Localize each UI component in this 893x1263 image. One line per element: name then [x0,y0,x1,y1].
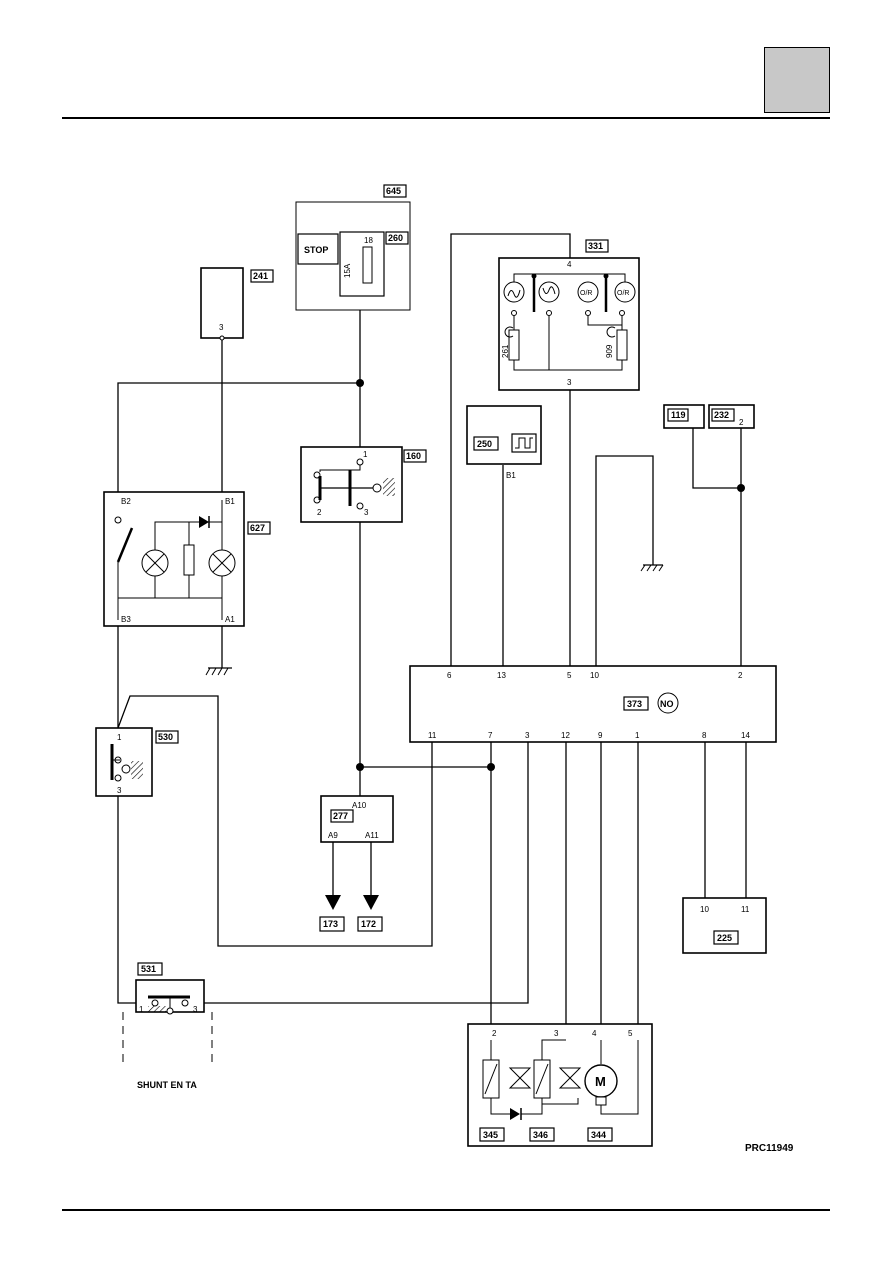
pin-232-2: 2 [739,418,744,427]
component-531: 531 1 3 SHUNT EN TA [122,962,213,1090]
label-373: 373 [627,699,642,709]
pin-627-a1: A1 [225,615,235,624]
label-res-909: 909 [605,344,614,358]
pin-160-1: 1 [363,450,368,459]
component-241: 241 3 [200,267,274,341]
pin-373-14: 14 [741,731,750,740]
footer-rule [62,1209,830,1211]
label-119: 119 [671,410,686,420]
label-232: 232 [714,410,729,420]
pin-627-b2: B2 [121,497,131,506]
pin-531-3: 3 [193,1005,198,1014]
label-stop: STOP [304,245,328,255]
ground-ecu [640,564,664,572]
component-373: 373 NO 6 13 5 10 2 11 7 3 12 9 1 8 14 [409,665,777,743]
label-or-2: O/R [617,290,629,297]
pin-373-10: 10 [590,671,599,680]
component-277: A10 277 A9 A11 [320,795,394,843]
pin-373-8: 8 [702,731,707,740]
pin-373-6: 6 [447,671,452,680]
pin-373-12: 12 [561,731,570,740]
pin-373-3: 3 [525,731,530,740]
label-res-261: 261 [501,344,510,358]
component-627: 627 B2 B1 B3 A1 [103,491,271,627]
figure-reference: PRC11949 [745,1143,794,1154]
wires [117,233,747,1024]
label-331: 331 [588,241,603,251]
label-531: 531 [141,964,156,974]
pin-531-1: 1 [139,1005,144,1014]
pin-627-b3: B3 [121,615,131,624]
pin-250-b1: B1 [506,471,516,480]
pin-530-3: 3 [117,786,122,795]
label-250: 250 [477,439,492,449]
connector-172: 172 [357,916,383,932]
label-160: 160 [406,451,421,461]
pin-373-2: 2 [738,671,743,680]
component-232: 232 2 [708,404,755,429]
pin-277-a9: A9 [328,831,338,840]
pin-373-9: 9 [598,731,603,740]
label-173: 173 [323,919,338,929]
pin-344-5: 5 [628,1029,633,1038]
pin-331-3: 3 [567,378,572,387]
label-530: 530 [158,732,173,742]
pin-627-b1: B1 [225,497,235,506]
fuse-box-645: 645 STOP 18 15A 260 [295,184,411,311]
junction-dots [356,379,745,771]
label-fuse-15a: 15A [343,263,352,278]
pin-344-3: 3 [554,1029,559,1038]
pin-160-3: 3 [364,508,369,517]
component-250: 250 B1 [466,405,542,480]
label-627: 627 [250,523,265,533]
pin-225-10: 10 [700,905,709,914]
label-241: 241 [253,271,268,281]
label-no: NO [660,699,674,709]
label-277: 277 [333,811,348,821]
pin-277-a10: A10 [352,801,367,810]
output-arrows [325,895,379,910]
section-tab [764,47,830,113]
label-motor: M [595,1074,606,1089]
pin-331-4: 4 [567,260,572,269]
component-160: 160 1 2 3 [300,446,427,523]
label-172: 172 [361,919,376,929]
label-or-1: O/R [580,290,592,297]
component-344-group: 2 3 4 5 M 345 346 344 [467,1023,653,1147]
component-225: 10 11 225 [682,897,767,954]
label-shunt: SHUNT EN TA [137,1080,197,1090]
label-260: 260 [388,233,403,243]
component-331: 331 4 3 O/R O/R 261 909 [498,239,640,391]
pin-344-2: 2 [492,1029,497,1038]
pin-241-3: 3 [219,323,224,332]
pin-530-1: 1 [117,733,122,742]
label-645: 645 [386,186,401,196]
component-119: 119 [663,404,705,429]
label-346: 346 [533,1130,548,1140]
pin-373-13: 13 [497,671,506,680]
pin-160-2: 2 [317,508,322,517]
pin-373-1: 1 [635,731,640,740]
pin-373-7: 7 [488,731,493,740]
label-345: 345 [483,1130,498,1140]
header-rule [62,117,830,119]
component-530: 530 1 3 [95,727,179,797]
label-225: 225 [717,933,732,943]
pin-344-4: 4 [592,1029,597,1038]
pin-373-5: 5 [567,671,572,680]
pin-225-11: 11 [741,905,750,914]
ground-627 [205,667,232,676]
label-344: 344 [591,1130,606,1140]
connector-173: 173 [319,916,345,932]
pin-277-a11: A11 [365,831,379,840]
pin-373-11: 11 [428,731,437,740]
label-fuse-18: 18 [364,236,373,245]
